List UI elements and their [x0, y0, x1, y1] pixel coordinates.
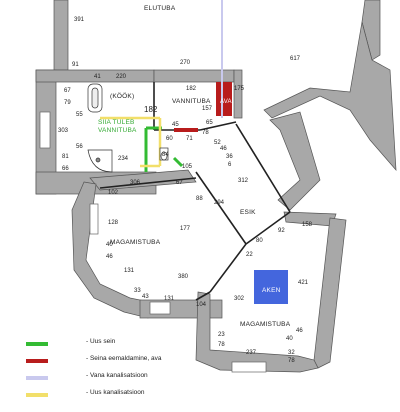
dim: 182	[144, 105, 158, 114]
legend-swatch-old-sewer	[26, 376, 48, 380]
dim: 302	[234, 296, 245, 302]
outer-walls	[35, 0, 397, 373]
legend-item-old-sewer: - Vana kanalisatsioon	[26, 372, 286, 389]
dim: 67	[176, 180, 183, 186]
legend-swatch-wall-removal	[26, 359, 48, 363]
window-left	[39, 111, 51, 149]
legend: - Uus sein - Seina eemaldamine, ava - Va…	[26, 338, 286, 406]
aken-rect	[254, 270, 288, 304]
label-siia-tuleb-2: VANNITUBA	[98, 127, 137, 134]
dim: 270	[180, 60, 191, 66]
label-siia-tuleb-1: SIIA TULEB	[98, 119, 135, 126]
dim: 66	[62, 166, 69, 172]
dim: 6	[228, 162, 232, 168]
dim: 92	[278, 228, 285, 234]
dim: 45	[172, 122, 179, 128]
dim: 303	[58, 128, 69, 134]
dim: 46	[106, 254, 113, 260]
legend-label: - Uus kanalisatsioon	[86, 389, 145, 396]
dim: 71	[186, 136, 193, 142]
room-labels: ELUTUBA (KÖÖK) VANNITUBA AVA SIIA TULEB …	[98, 5, 291, 328]
fixtures	[87, 83, 169, 173]
dim: 234	[118, 156, 129, 162]
dim: 80	[256, 238, 263, 244]
dim: 46	[220, 146, 227, 152]
dim: 157	[202, 106, 213, 112]
label-magamistuba-left: MAGAMISTUBA	[110, 239, 161, 246]
dim: 306	[130, 180, 141, 186]
window-bottom	[231, 361, 267, 373]
window-bedroom-bottom	[149, 301, 171, 315]
legend-label: - Vana kanalisatsioon	[86, 372, 148, 379]
dim: 56	[76, 144, 83, 150]
dim: 32	[288, 350, 295, 356]
label-aken: AKEN	[262, 287, 281, 294]
removed-wall-marks	[174, 82, 232, 132]
window-bedroom-left	[89, 203, 99, 235]
dim: 391	[74, 17, 85, 23]
dim: 177	[180, 226, 191, 232]
dim: 60	[166, 136, 173, 142]
dim: 84	[162, 152, 169, 158]
dim: 79	[64, 100, 71, 106]
dim: 131	[124, 268, 135, 274]
dim: 617	[290, 56, 301, 62]
dim: 380	[178, 274, 189, 280]
legend-label: - Uus sein	[86, 338, 116, 345]
dim: 105	[182, 164, 193, 170]
dim: 102	[108, 190, 119, 196]
dim: 78	[218, 342, 225, 348]
dim: 91	[72, 62, 79, 68]
dim: 52	[214, 140, 221, 146]
dim: 65	[206, 120, 213, 126]
interior-walls	[99, 82, 291, 301]
dim: 237	[246, 350, 257, 356]
dim: 67	[64, 88, 71, 94]
label-kook: (KÖÖK)	[110, 92, 134, 100]
dim: 104	[196, 302, 207, 308]
dim: 40	[286, 336, 293, 342]
dim: 182	[186, 86, 197, 92]
dim: 88	[196, 196, 203, 202]
legend-item-new-wall: - Uus sein	[26, 338, 286, 355]
dim: 312	[238, 178, 249, 184]
dim: 23	[218, 332, 225, 338]
legend-item-new-sewer: - Uus kanalisatsioon	[26, 389, 286, 406]
dim: 55	[76, 112, 83, 118]
dim: 78	[288, 358, 295, 364]
dim: 128	[108, 220, 119, 226]
legend-label: - Seina eemaldamine, ava	[86, 355, 162, 362]
label-magamistuba-right: MAGAMISTUBA	[240, 321, 291, 328]
dimension-labels: 391 617 91 41 220 270 79 67 55 303 81 56…	[58, 17, 313, 364]
dim: 220	[116, 74, 127, 80]
label-ava: AVA	[220, 99, 232, 105]
dim: 294	[214, 200, 225, 206]
dim: 131	[164, 296, 175, 302]
dim: 40	[106, 242, 113, 248]
dim: 33	[134, 288, 141, 294]
dim: 175	[234, 86, 245, 92]
dim: 41	[94, 74, 101, 80]
legend-item-wall-removal: - Seina eemaldamine, ava	[26, 355, 286, 372]
label-elutuba: ELUTUBA	[144, 5, 176, 12]
dim: 421	[298, 280, 309, 286]
dim: 78	[202, 130, 209, 136]
dim: 43	[142, 294, 149, 300]
label-esik: ESIK	[240, 209, 256, 216]
dim: 36	[226, 154, 233, 160]
dim: 22	[246, 252, 253, 258]
dim: 81	[62, 154, 69, 160]
legend-swatch-new-wall	[26, 342, 48, 346]
label-vannituba: VANNITUBA	[172, 98, 211, 105]
dim: 158	[302, 222, 313, 228]
windows-doors	[39, 111, 267, 373]
legend-swatch-new-sewer	[26, 393, 48, 397]
dim: 46	[296, 328, 303, 334]
